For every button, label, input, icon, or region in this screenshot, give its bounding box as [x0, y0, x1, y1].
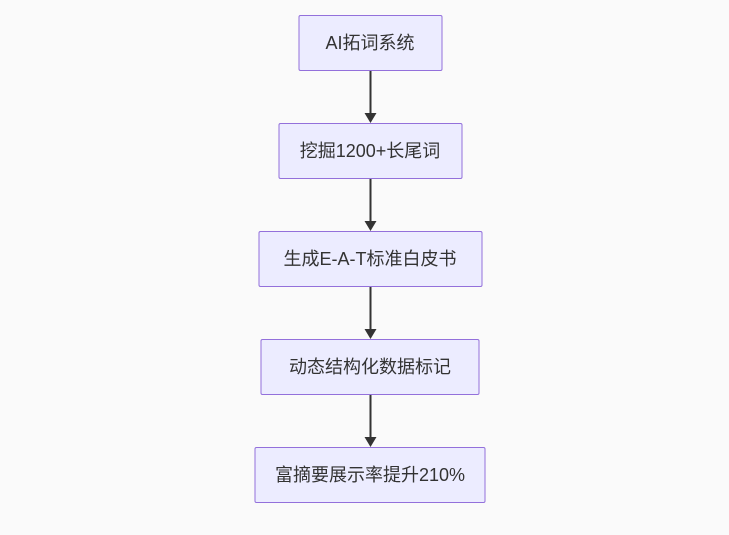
- flow-node-eat-whitepaper: 生成E-A-T标准白皮书: [258, 231, 482, 287]
- flow-node-ai-keyword-system: AI拓词系统: [298, 15, 442, 71]
- flow-node-longtail-mining: 挖掘1200+长尾词: [278, 123, 462, 179]
- flow-arrow-4-5: [363, 395, 377, 447]
- arrow-line: [369, 179, 371, 222]
- arrow-line: [369, 395, 371, 438]
- flow-arrow-2-3: [363, 179, 377, 231]
- arrow-line: [369, 287, 371, 330]
- flow-node-label: AI拓词系统: [325, 33, 415, 53]
- flow-node-structured-data-markup: 动态结构化数据标记: [260, 339, 480, 395]
- arrowhead-down-icon: [364, 329, 376, 339]
- flowchart: AI拓词系统 挖掘1200+长尾词 生成E-A-T标准白皮书 动态结构化数据标记: [254, 15, 486, 503]
- arrowhead-down-icon: [364, 437, 376, 447]
- flow-arrow-3-4: [363, 287, 377, 339]
- flow-node-label: 挖掘1200+长尾词: [299, 141, 441, 161]
- arrow-line: [369, 71, 371, 114]
- flow-node-label: 生成E-A-T标准白皮书: [283, 249, 457, 269]
- arrowhead-down-icon: [364, 113, 376, 123]
- flow-node-label: 动态结构化数据标记: [289, 357, 451, 377]
- flow-node-label: 富摘要展示率提升210%: [274, 465, 466, 485]
- arrowhead-down-icon: [364, 221, 376, 231]
- flow-node-rich-snippet-uplift: 富摘要展示率提升210%: [254, 447, 486, 503]
- flow-arrow-1-2: [363, 71, 377, 123]
